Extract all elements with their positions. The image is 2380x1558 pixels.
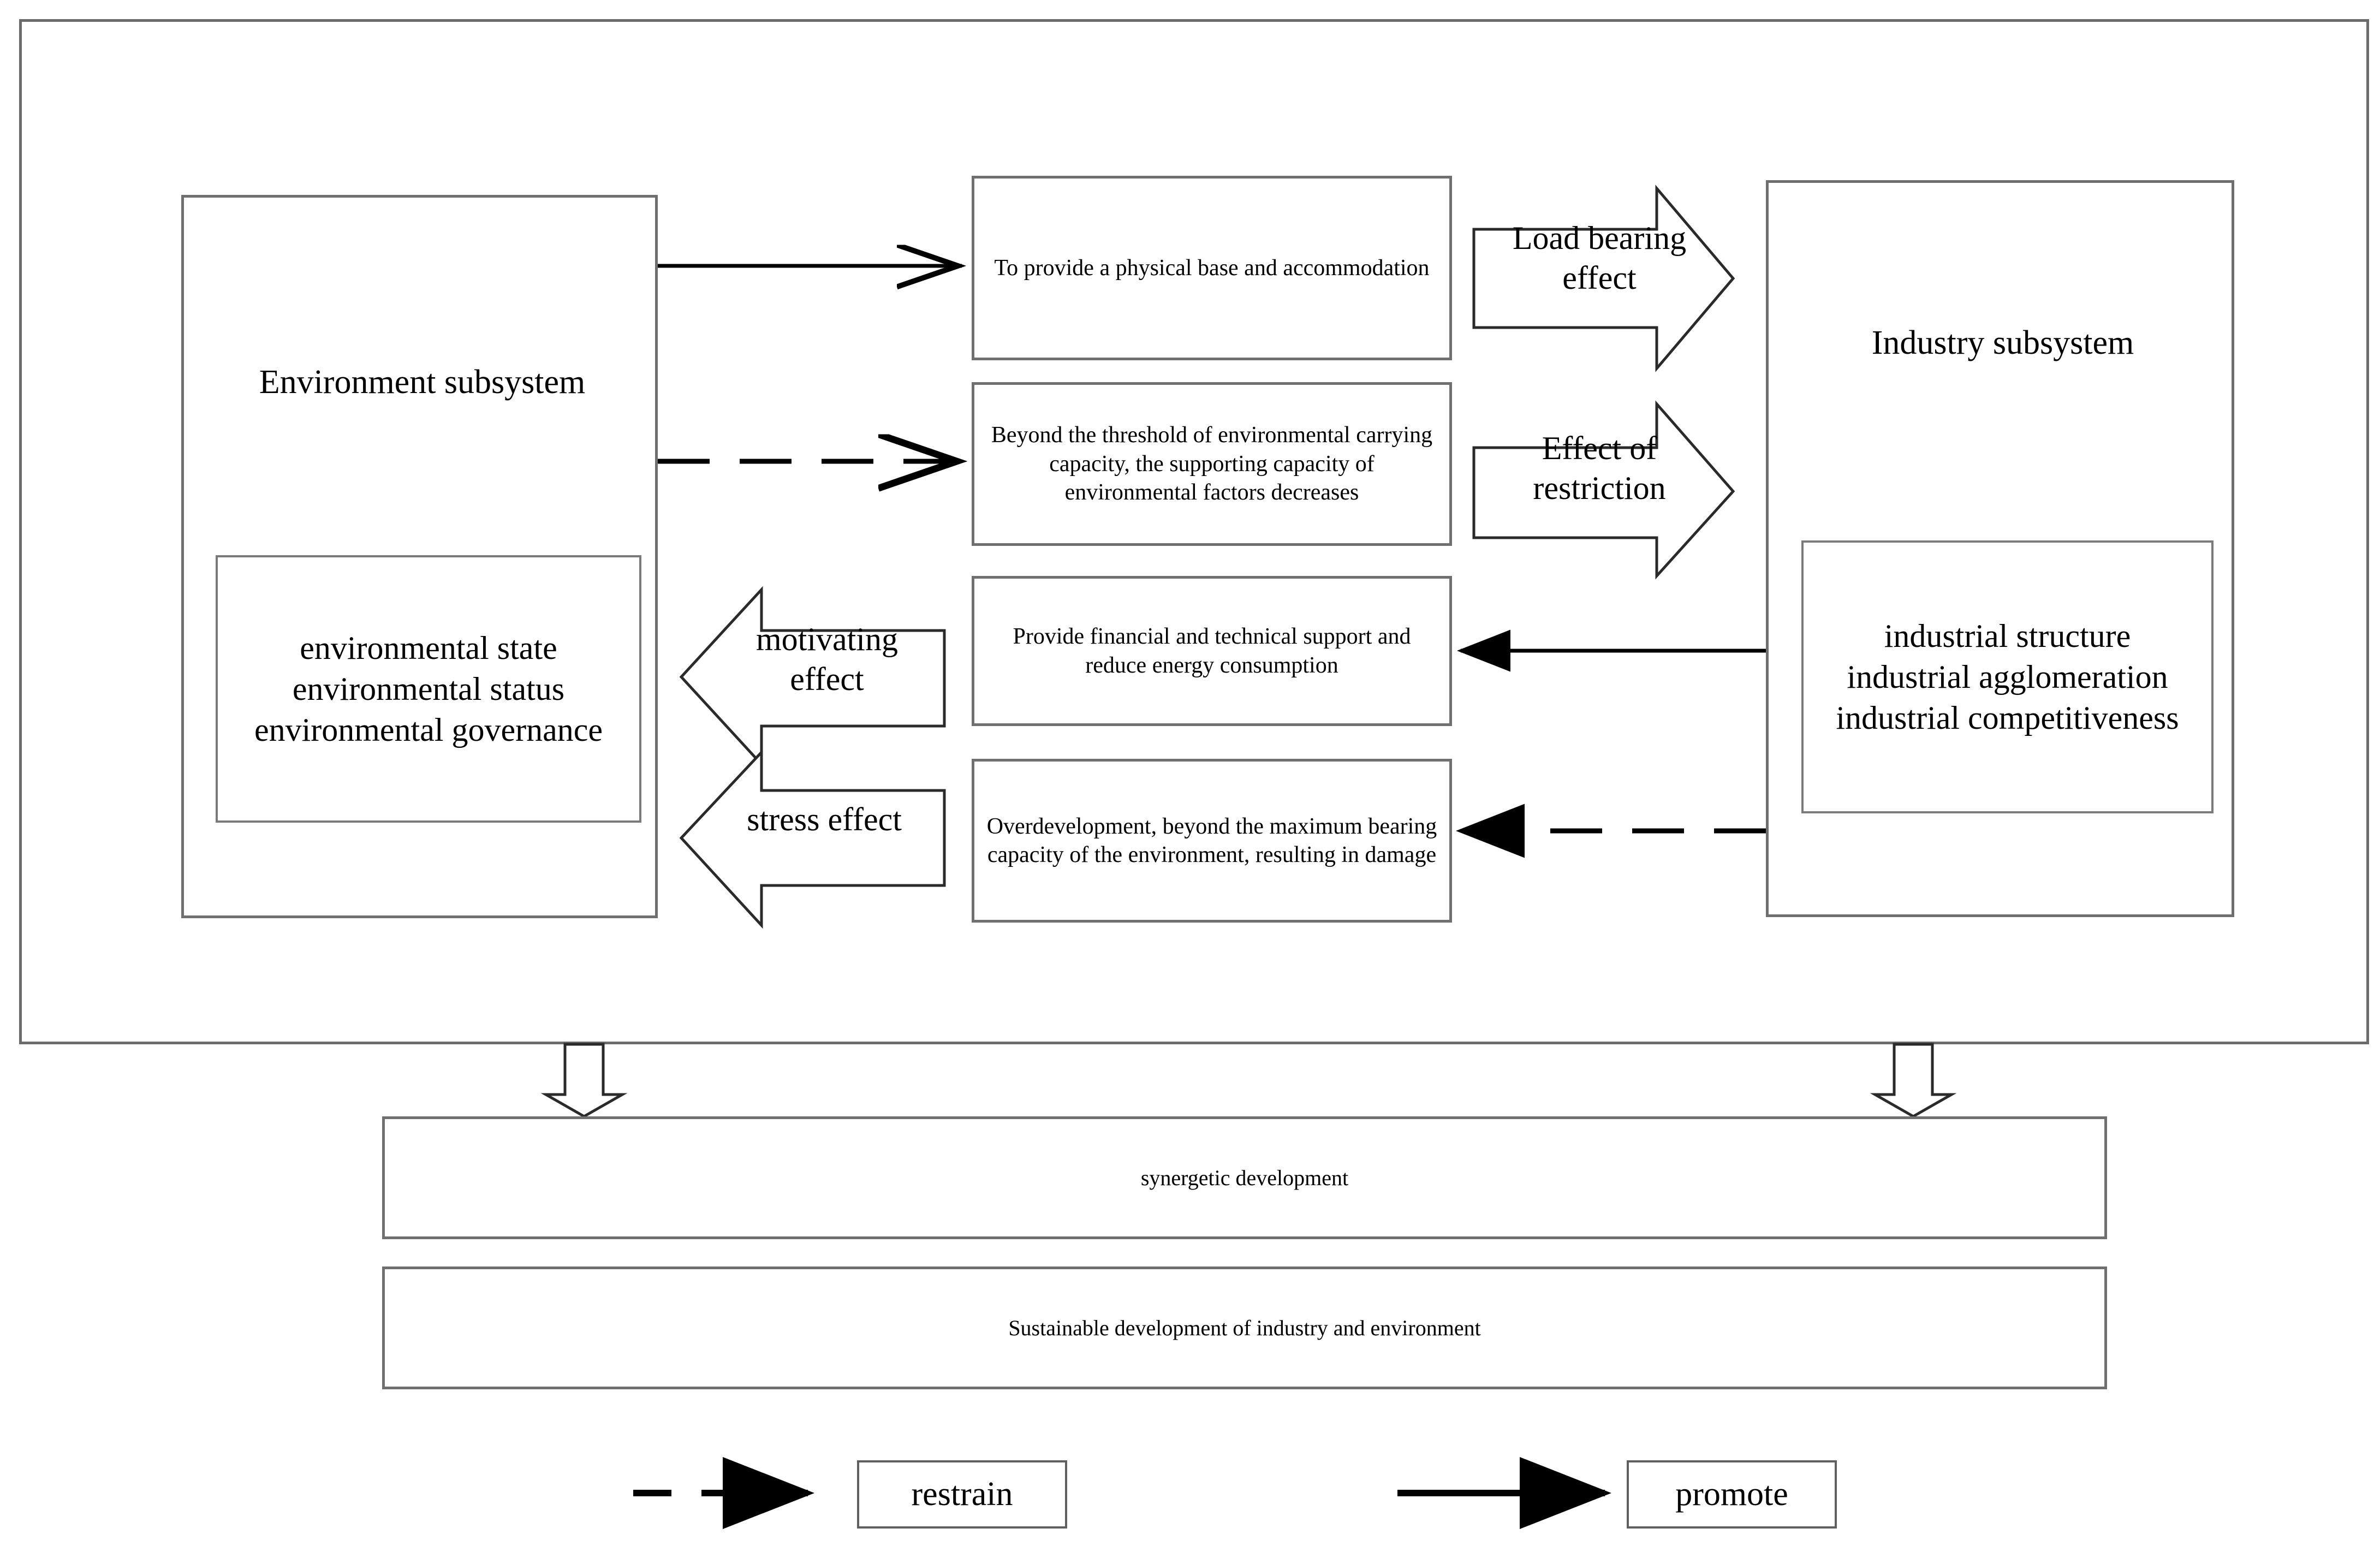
mechanism-box-4: Overdevelopment, beyond the maximum bear… [972, 759, 1452, 923]
block-arrow-label-load-bearing: Load bearing effect [1512, 220, 1687, 296]
block-arrow-stress-effect [679, 748, 946, 929]
mechanism-box-3: Provide financial and technical support … [972, 576, 1452, 726]
legend-promote-label: promote [1627, 1460, 1837, 1529]
environment-indicators-box: environmental state environmental status… [216, 555, 641, 823]
block-arrow-label-stress-effect: stress effect [747, 801, 902, 837]
synergetic-development-bar: synergetic development [382, 1116, 2107, 1239]
environment-subsystem-label: Environment subsystem [259, 364, 586, 401]
block-arrow-down-left [540, 1043, 628, 1118]
block-arrow-label-motivating-effect: motivating effect [756, 621, 898, 698]
mechanism-box-1: To provide a physical base and accommoda… [972, 176, 1452, 360]
block-arrow-effect-of-restriction [1472, 400, 1735, 580]
block-arrow-motivating-effect [679, 586, 946, 768]
environment-subsystem-box: Environment subsystem environmental stat… [181, 195, 658, 918]
block-arrow-down-right [1870, 1043, 1957, 1118]
legend-restrain-label: restrain [857, 1460, 1067, 1529]
mechanism-box-2: Beyond the threshold of environmental ca… [972, 382, 1452, 546]
block-arrow-label-effect-of-restriction: Effect of restriction [1533, 430, 1666, 507]
industry-subsystem-label: Industry subsystem [1871, 324, 2134, 361]
sustainable-development-bar: Sustainable development of industry and … [382, 1266, 2107, 1389]
industry-subsystem-box: Industry subsystem industrial structure … [1766, 180, 2234, 917]
block-arrow-load-bearing [1472, 185, 1735, 372]
system-frame [19, 19, 2369, 1044]
industry-indicators-box: industrial structure industrial agglomer… [1801, 540, 2214, 813]
